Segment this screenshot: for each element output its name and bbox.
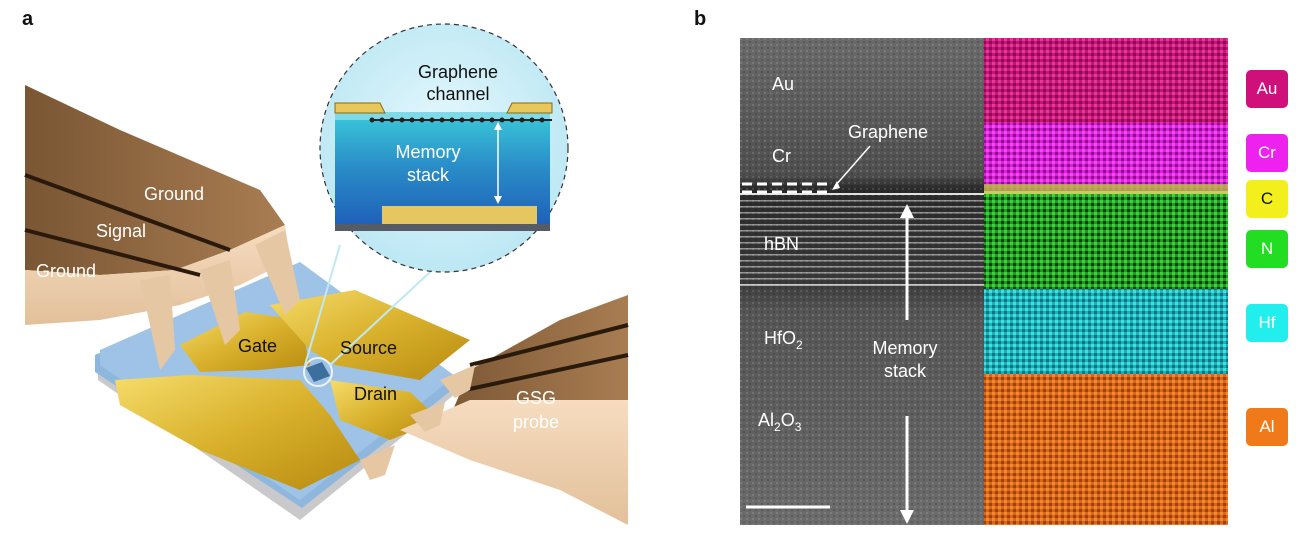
left-probe-tip-1 — [140, 275, 175, 370]
label-memory-stack-2: stack — [407, 165, 450, 185]
legend-c: C — [1246, 180, 1288, 218]
layer-label-al2o3: Al2O3 — [758, 410, 802, 434]
device-channel — [306, 362, 330, 382]
label-graphene-channel-2: channel — [426, 84, 489, 104]
layer-label-graphene: Graphene — [848, 122, 928, 142]
label-ground-top: Ground — [144, 184, 204, 204]
device-illustration: Graphene channel Memory stack Ground Sig… — [24, 23, 629, 525]
legend-al: Al — [1246, 408, 1288, 446]
cross-section-inset — [334, 102, 553, 231]
label-source: Source — [340, 338, 397, 358]
left-probe-side — [25, 225, 290, 325]
legend-hf: Hf — [1246, 304, 1288, 342]
label-gate: Gate — [238, 336, 277, 356]
hbn-layers — [740, 198, 984, 288]
label-graphene-channel-1: Graphene — [418, 62, 498, 82]
legend-n: N — [1246, 230, 1288, 268]
right-probe-tip-2 — [410, 402, 445, 432]
label-memory-stack-b-2: stack — [884, 361, 927, 381]
panel-b-letter: b — [694, 8, 707, 30]
eels-map — [984, 38, 1228, 525]
label-signal: Signal — [96, 221, 146, 241]
layer-label-au: Au — [772, 74, 794, 94]
left-probe-top — [25, 85, 285, 275]
tem-micrograph: Au Cr Graphene hBN HfO2 Al2O3 Memory sta… — [740, 38, 1228, 525]
layer-label-cr: Cr — [772, 146, 791, 166]
graphene-atoms — [369, 117, 545, 123]
graphene-pointer — [834, 145, 871, 187]
label-gsg-probe-1: GSG — [516, 388, 556, 408]
label-gsg-probe-2: probe — [513, 412, 559, 432]
legend-au: Au — [1246, 70, 1288, 108]
right-probe-tip-1 — [360, 445, 395, 480]
label-memory-stack-b-1: Memory — [872, 338, 937, 358]
label-memory-stack-1: Memory — [395, 142, 460, 162]
legend-cr: Cr — [1246, 134, 1288, 172]
zoom-circle — [303, 357, 333, 387]
gate-electrode — [180, 312, 310, 372]
layer-label-hbn: hBN — [764, 234, 799, 254]
label-drain: Drain — [354, 384, 397, 404]
left-probe-tip-3 — [255, 230, 300, 315]
panel-a-letter: a — [22, 8, 34, 30]
lower-electrode — [115, 375, 360, 490]
label-ground-bottom: Ground — [36, 261, 96, 281]
left-probe-tip-2 — [200, 260, 240, 345]
right-probe-tip-3 — [440, 365, 475, 398]
layer-label-hfo2: HfO2 — [764, 328, 803, 352]
right-probe-side — [400, 400, 628, 525]
